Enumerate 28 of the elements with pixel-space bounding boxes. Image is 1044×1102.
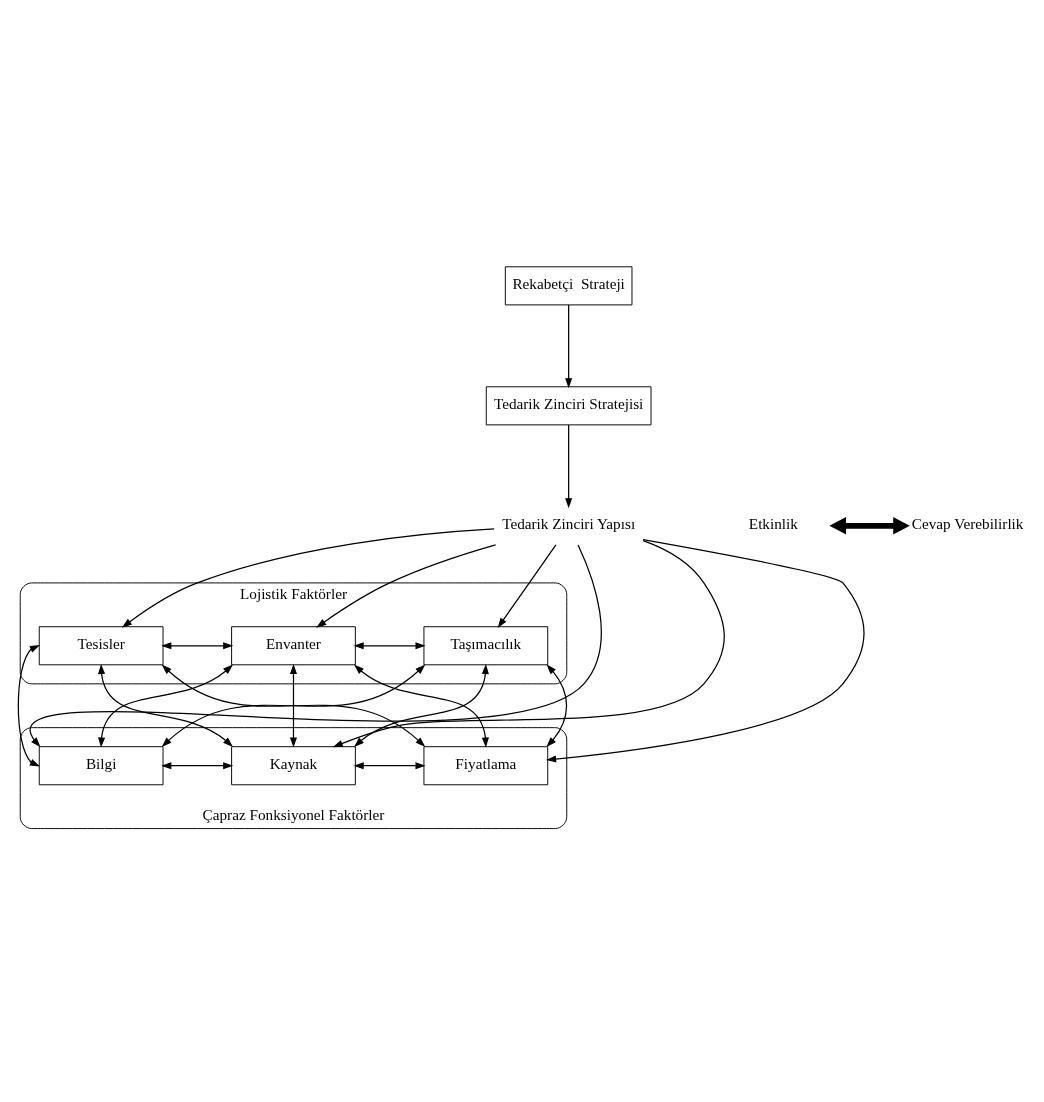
arrow [497,543,557,628]
node-box: Envanter [231,625,356,665]
node-text: Cevap Verebilirlik [911,514,1024,532]
arrow [17,644,41,766]
arrow [316,543,497,628]
arrow [161,663,426,747]
arrow [31,543,602,747]
arrow [161,641,234,649]
arrow [565,303,573,388]
node-box: Fiyatlama [423,745,549,785]
node-box: Bilgi [38,745,164,785]
arrow [121,527,495,628]
arrow [289,663,298,748]
arrow [353,761,426,769]
arrow [161,761,234,769]
node-box: Rekabetçi Strateji [504,265,633,305]
arrow [565,423,573,508]
arrow [332,539,725,747]
node-box: Tedarik Zinciri Stratejisi [485,385,652,425]
node-text: Tedarik Zinciri Yapısı [502,514,636,532]
arrow [546,538,865,763]
node-box: Taşımacılık [423,625,549,665]
arrow [353,641,426,649]
node-box: Kaynak [231,745,356,785]
node-box: Tesisler [38,625,164,665]
node-text: Etkinlik [748,514,798,532]
arrow [829,516,910,534]
arrow [546,663,568,747]
